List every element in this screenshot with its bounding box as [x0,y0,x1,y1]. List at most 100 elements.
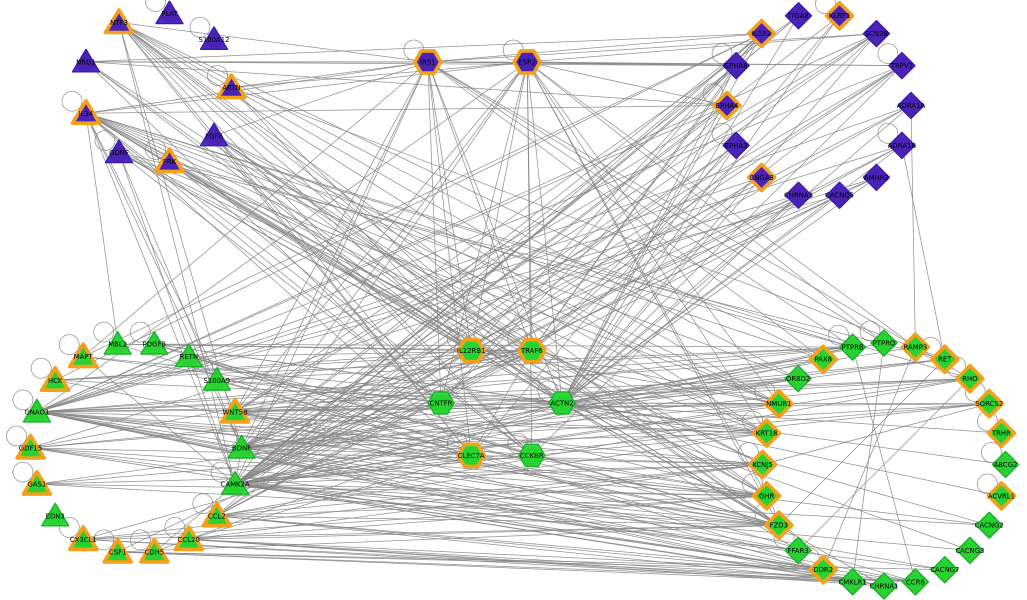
node-shape-diamond [991,450,1020,479]
edge-NRG1-IL12RB1 [85,61,472,351]
node-OR8D2[interactable]: OR8D2 [784,364,812,393]
node-KRT18[interactable]: KRT18 [751,418,782,448]
node-CHRNA1[interactable]: CHRNA1 [869,572,899,600]
edge-GNAO1-RHO [36,378,970,413]
node-FGF6[interactable]: FGF6 [199,122,229,147]
node-shape-diamond [746,18,777,49]
edge-ACTN2-ACVRL1 [561,402,1002,497]
node-S100A12[interactable]: S100A12 [198,26,230,50]
node-ESR2[interactable]: ESR2 [512,49,542,75]
node-CCKBR[interactable]: CCKBR [518,443,546,468]
edge-CSF1-CACNG7 [117,551,945,571]
node-shape-diamond [764,389,794,419]
edge-HCK-ACTN2 [55,379,563,404]
node-RAMP3[interactable]: RAMP3 [900,332,931,362]
node-NTF3[interactable]: NTF3 [103,8,135,35]
node-GNAO1[interactable]: GNAO1 [22,398,52,423]
edge-FRK-CCKBR [169,161,533,456]
edge-AMHR2-BDNF [241,177,877,449]
edge-ACTN2-FFAR3 [561,402,799,551]
edge-ESR2-TRPV1 [527,61,902,66]
edge-BDNF-SORCS2 [241,403,990,449]
self-loop-KLRF1 [815,0,836,15]
edge-IL34-MBL2 [85,113,119,345]
node-ACTN2[interactable]: ACTN2 [548,391,576,415]
edge-ACTN2-CACNG3 [561,402,971,551]
node-SCN3B[interactable]: SCN3B [862,19,891,48]
edge-WNT5B-KRT18 [235,411,767,434]
edge-ESR2-EPHA4 [527,61,728,106]
node-CNTFR[interactable]: CNTFR [427,391,455,415]
node-CSF1[interactable]: CSF1 [102,537,133,564]
self-loop-GDNF [94,130,116,151]
node-TRAF6[interactable]: TRAF6 [517,337,547,364]
edge-ADRA1B-CAMK2A [234,145,903,485]
self-loop-KRT18 [742,410,763,432]
edge-TRPV1-CAMK2A [234,65,903,485]
self-loop-S100A12 [189,16,211,38]
edge-TRPV1-ACTN2 [561,65,903,404]
edge-TRAF6-CLEC7A [470,350,533,456]
node-ITGA8[interactable]: ITGA8 [784,2,813,30]
node-IL12RB1[interactable]: IL12RB1 [456,337,486,364]
edge-GNAO1-CACNG2 [36,411,990,526]
edge-IRS1-IL1R2 [427,33,762,63]
edge-FRK-GHR [169,161,767,497]
node-CACNG2[interactable]: CACNG2 [975,511,1004,539]
edge-IL34-PTPRB [85,112,853,348]
edge-PDGFB-PTPRB [154,343,853,348]
node-shape-triangle [155,0,184,25]
node-ADRA1A[interactable]: ADRA1A [897,91,926,120]
edge-IRS1-RHO [427,61,971,379]
node-CACNG3[interactable]: CACNG3 [955,536,984,565]
node-CMKLR1[interactable]: CMKLR1 [838,568,867,596]
node-CCR6[interactable]: CCR6 [901,568,930,596]
node-shape-diamond [784,181,813,209]
edge-TRAF6-FZD3 [531,350,780,526]
node-KLRF1[interactable]: KLRF1 [824,0,855,31]
node-EDN3[interactable]: EDN3 [41,502,70,527]
node-HCK[interactable]: HCK [39,365,71,392]
edge-FGF6-NMUR1 [213,135,779,405]
node-shape-diamond [751,418,782,448]
edge-EPHA8-BDNF [241,65,737,449]
node-GHR[interactable]: GHR [751,481,782,511]
node-shape-diamond [901,568,930,596]
self-loop-ABCG2 [981,442,1002,463]
node-shape-diamond [870,572,898,600]
self-loop-IL34 [61,90,83,112]
edge-IRS1-PAX8 [427,61,824,360]
edge-EPHA4-WNT5B [234,105,728,413]
node-shape-diamond [862,163,891,192]
edge-HCK-PTPRB [55,346,853,381]
node-MAPT[interactable]: MAPT [67,342,99,369]
node-CACNG7[interactable]: CACNG7 [930,556,959,584]
edge-layer [30,15,1006,587]
node-shape-triangle [68,525,99,552]
edge-CLEC7A-CCR6 [471,455,916,583]
edge-TRAF6-NMUR1 [531,350,779,405]
node-PLAT[interactable]: PLAT [155,0,184,25]
edge-BDNF-ACTN2 [241,402,563,449]
node-SORCS2[interactable]: SORCS2 [974,388,1004,419]
edge-CAMK2A-GHR [235,483,767,497]
node-IL1R2[interactable]: IL1R2 [746,18,777,49]
self-loop-PLAT [145,0,166,12]
node-shape-triangle [21,469,53,496]
self-loop-CX3CL1 [58,517,80,538]
edge-ADRA1B-CCL2 [216,145,903,517]
edge-IRS1-WNT5B [234,61,429,413]
node-NRG1[interactable]: NRG1 [71,48,101,73]
node-NMUR1[interactable]: NMUR1 [764,389,794,419]
edge-ESR2-SCN3B [527,33,877,63]
node-AMHR2[interactable]: AMHR2 [862,163,891,192]
node-PTPRB[interactable]: PTPRB [838,333,867,361]
node-shape-diamond [986,481,1017,511]
node-ACVRL1[interactable]: ACVRL1 [986,481,1017,511]
self-loop-HCK [30,357,52,379]
self-loop-ACTN2 [537,380,559,402]
node-IRS1[interactable]: IRS1 [413,49,443,75]
edge-CCL2-TRAF6 [216,350,532,517]
node-ABCG2[interactable]: ABCG2 [991,450,1020,479]
node-CLEC7A[interactable]: CLEC7A [456,442,486,469]
